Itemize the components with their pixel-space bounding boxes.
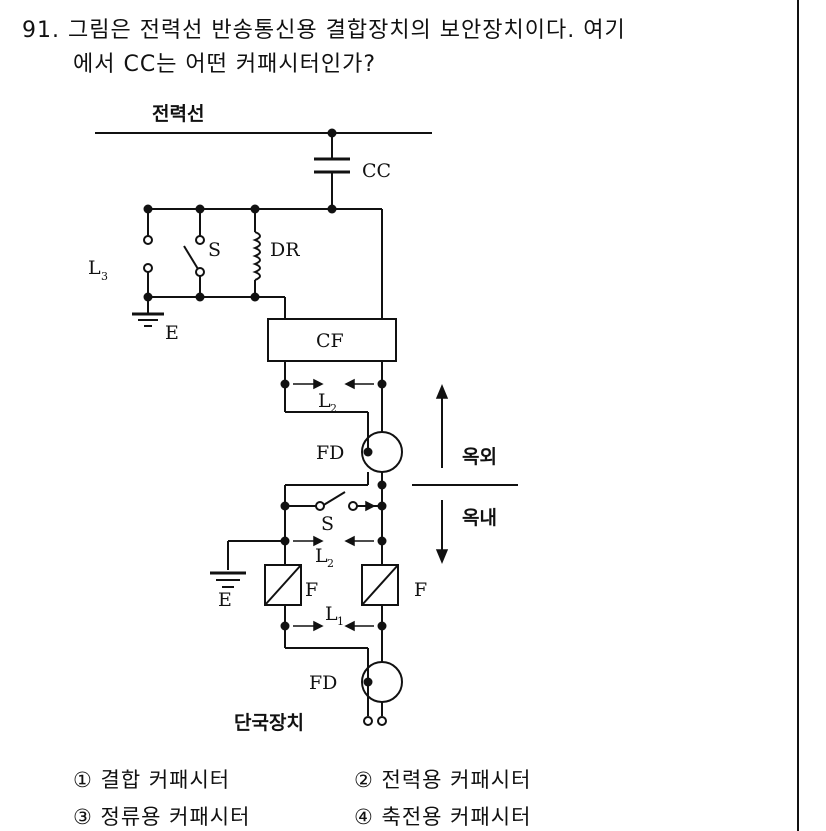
label-e-top: E	[165, 322, 179, 344]
answer-option-1[interactable]: ① 결합 커패시터	[73, 768, 231, 792]
dr-inductor-coil	[252, 231, 261, 281]
label-fd-top: FD	[316, 442, 344, 464]
question-text-line-1: 91. 그림은 전력선 반송통신용 결합장치의 보안장치이다. 여기	[22, 18, 626, 43]
fd-top-arrester	[361, 431, 403, 473]
switch-s-blade	[183, 245, 199, 270]
f-right-filter	[361, 564, 399, 606]
label-cf: CF	[316, 330, 344, 352]
label-e-bottom: E	[218, 589, 232, 611]
answer-option-2[interactable]: ② 전력용 커패시터	[354, 768, 532, 792]
label-l3: L	[88, 257, 101, 279]
f-left-filter	[264, 564, 302, 606]
label-l3-sub: 3	[101, 270, 108, 283]
switch-s-mid-blade	[321, 491, 346, 507]
label-l2-mid: L	[315, 545, 328, 567]
down-arrow	[435, 549, 449, 564]
answer-option-3[interactable]: ③ 정류용 커패시터	[73, 805, 251, 829]
label-l2-top: L	[318, 390, 331, 412]
s-mid-arrow	[365, 500, 376, 512]
label-indoor: 옥내	[462, 507, 497, 529]
question-text-line-2: 에서 CC는 어떤 커패시터인가?	[73, 52, 377, 77]
label-dr: DR	[270, 239, 300, 261]
label-f-right: F	[414, 579, 427, 601]
label-fd-bottom: FD	[309, 672, 337, 694]
up-arrow	[435, 384, 449, 399]
page-divider	[797, 0, 799, 831]
label-terminal-station: 단국장치	[234, 712, 304, 734]
label-outdoor: 옥외	[462, 446, 497, 468]
label-s-mid: S	[321, 513, 334, 535]
terminal-left	[363, 716, 373, 726]
answer-option-4[interactable]: ④ 축전용 커패시터	[354, 805, 532, 829]
label-l1: L	[325, 603, 338, 625]
terminal-right	[377, 716, 387, 726]
label-f-left: F	[305, 579, 318, 601]
label-l2-mid-sub: 2	[327, 557, 334, 570]
label-s-top: S	[208, 239, 221, 261]
label-power-line: 전력선	[152, 103, 204, 125]
cf-filter-box	[267, 318, 397, 362]
label-cc: CC	[362, 160, 391, 182]
label-l1-sub: 1	[337, 615, 344, 628]
label-l2-top-sub: 2	[330, 402, 337, 415]
